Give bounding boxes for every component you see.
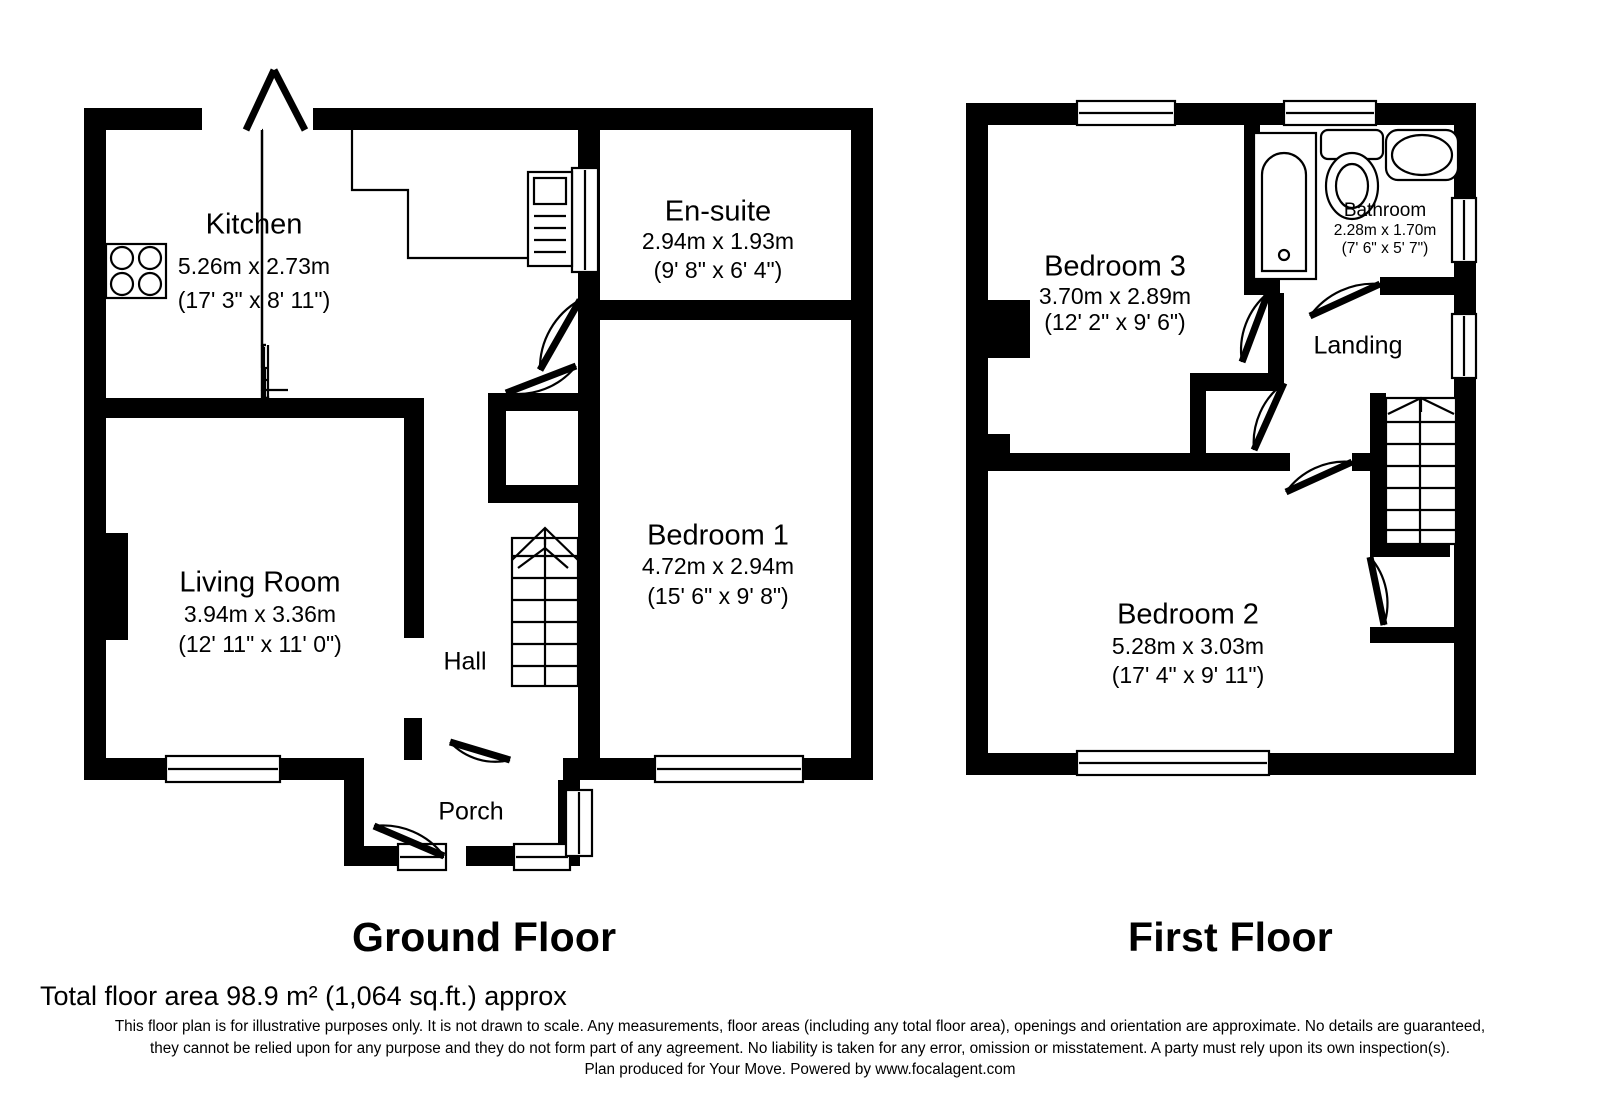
staircase-down-icon: [1384, 396, 1458, 546]
room-dim-kitchen-imperial: (17' 3" x 8' 11"): [178, 287, 331, 313]
room-dim-kitchen-metric: 5.26m x 2.73m: [178, 253, 330, 279]
hob-icon: [104, 242, 168, 300]
window-landing-right: [1450, 312, 1478, 380]
door-landing-to-bedroom3: [1250, 381, 1288, 452]
room-dim-bathroom-metric: 2.28m x 1.70m: [1334, 222, 1437, 239]
chimney-breast: [84, 533, 128, 640]
room-dim-bedroom1-imperial: (15' 6" x 9' 8"): [647, 583, 788, 609]
disclaimer-line-2: they cannot be relied upon for any purpo…: [149, 1039, 1451, 1057]
window-porch-right: [512, 842, 572, 872]
door-porch-inner: [372, 822, 446, 860]
door-bathroom: [1308, 280, 1382, 320]
door-bedroom-2-lower: [1366, 556, 1389, 626]
window-living-room: [164, 754, 282, 784]
first-floor-title: First Floor: [1128, 914, 1333, 960]
room-label-bedroom-2: Bedroom 2: [1117, 599, 1259, 631]
room-dim-ensuite-metric: 2.94m x 1.93m: [642, 228, 794, 254]
first-floor-plan: Bedroom 3 3.70m x 2.89m (12' 2" x 9' 6")…: [966, 99, 1478, 777]
window-bathroom-right: [1450, 196, 1478, 264]
room-label-bathroom: Bathroom: [1344, 200, 1426, 221]
ground-floor-title: Ground Floor: [352, 914, 617, 960]
window-bedroom-2-bottom: [1075, 749, 1271, 777]
door-ensuite: [536, 298, 584, 372]
window-bathroom-top: [1282, 99, 1378, 127]
room-dim-ensuite-imperial: (9' 8" x 6' 4"): [654, 257, 783, 283]
room-label-bedroom-1: Bedroom 1: [647, 520, 789, 552]
room-dim-living-imperial: (12' 11" x 11' 0"): [178, 631, 342, 657]
window-ensuite: [570, 166, 600, 274]
door-bedroom-3: [1238, 291, 1272, 364]
room-dim-living-metric: 3.94m x 3.36m: [184, 601, 336, 627]
first-floor-windows: [1075, 99, 1478, 777]
room-label-landing: Landing: [1314, 332, 1403, 360]
door-bedroom-2: [1284, 458, 1354, 496]
room-label-ensuite: En-suite: [665, 196, 771, 228]
room-dim-bedroom2-metric: 5.28m x 3.03m: [1112, 633, 1264, 659]
wash-basin-icon: [1384, 128, 1460, 182]
disclaimer-text: This floor plan is for illustrative purp…: [40, 1016, 1560, 1081]
first-floor-labels: Bedroom 3 3.70m x 2.89m (12' 2" x 9' 6")…: [1039, 200, 1436, 688]
total-floor-area-text: Total floor area 98.9 m² (1,064 sq.ft.) …: [40, 981, 567, 1011]
room-dim-bedroom3-metric: 3.70m x 2.89m: [1039, 283, 1191, 309]
toilet-icon: [1319, 128, 1385, 221]
bathroom-fixtures: [1252, 128, 1460, 281]
room-dim-bedroom3-imperial: (12' 2" x 9' 6"): [1044, 309, 1185, 335]
room-label-kitchen: Kitchen: [206, 209, 303, 241]
kitchen-sink-icon: [526, 170, 574, 268]
first-floor-doors: [1238, 280, 1389, 626]
kitchen-fittings: [104, 128, 574, 404]
door-kitchen-external: [242, 68, 309, 132]
disclaimer-line-3: Plan produced for Your Move. Powered by …: [584, 1061, 1016, 1079]
room-label-bedroom-3: Bedroom 3: [1044, 251, 1186, 283]
room-label-living-room: Living Room: [179, 567, 340, 599]
room-label-porch: Porch: [438, 798, 503, 826]
room-label-hall: Hall: [443, 648, 486, 676]
bathtub-icon: [1252, 131, 1318, 281]
room-dim-bedroom2-imperial: (17' 4" x 9' 11"): [1112, 662, 1265, 688]
window-bedroom-3-top: [1075, 99, 1177, 127]
staircase-up-icon: [510, 526, 580, 688]
window-porch-side: [564, 788, 594, 858]
door-hall-cupboard: [504, 362, 578, 397]
ground-floor-plan: Kitchen 5.26m x 2.73m (17' 3" x 8' 11") …: [84, 68, 873, 872]
window-bedroom-1: [653, 754, 805, 784]
door-hall-to-porch: [448, 738, 512, 764]
ground-floor-doors: [242, 68, 584, 860]
disclaimer-line-1: This floor plan is for illustrative purp…: [114, 1018, 1486, 1035]
room-dim-bedroom1-metric: 4.72m x 2.94m: [642, 553, 794, 579]
ground-floor-labels: Kitchen 5.26m x 2.73m (17' 3" x 8' 11") …: [178, 196, 794, 826]
room-dim-bathroom-imperial: (7' 6" x 5' 7"): [1342, 240, 1429, 257]
